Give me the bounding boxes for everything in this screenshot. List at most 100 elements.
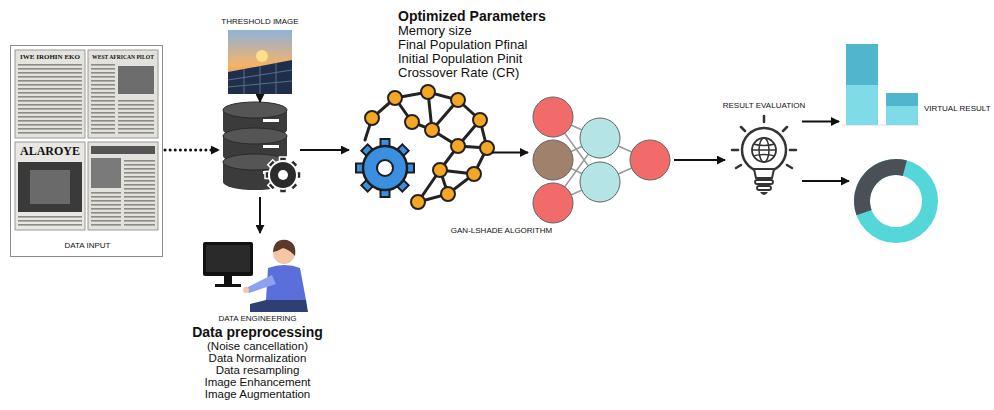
algorithm-brain-icon (377, 160, 393, 176)
database-icon (268, 160, 298, 190)
engineer-at-computer (203, 242, 253, 276)
algorithm-brain-icon (411, 195, 425, 209)
donut-chart-icon (862, 167, 905, 213)
lightbulb-globe-icon (742, 128, 786, 172)
engineer-at-computer (224, 276, 232, 284)
algorithm-brain-icon (467, 167, 481, 181)
algorithm-brain-icon (441, 187, 455, 201)
algorithm-brain-icon (425, 123, 439, 137)
section-label: DATA ENGINEERING (160, 314, 355, 324)
neural-network-icon (580, 162, 620, 202)
bar-chart-icon (886, 106, 918, 125)
newspaper-thumbnail (118, 98, 154, 134)
flow-arrow (492, 152, 528, 154)
newspaper-thumbnail (18, 214, 82, 228)
database-icon (223, 102, 301, 193)
algorithm-brain-icon (473, 113, 487, 127)
newspaper-masthead: IWE IROHIN EKO (17, 53, 83, 62)
algorithm-node: Optimized ParametersMemory sizeFinal Pop… (352, 88, 490, 210)
flow-arrow (259, 96, 261, 102)
engineer-at-computer (246, 275, 276, 293)
engineer-at-computer (215, 284, 241, 287)
result-evaluation-node: RESULT EVALUATION (728, 115, 800, 205)
lightbulb-globe-icon (755, 180, 773, 184)
database-icon (263, 145, 279, 148)
database-icon (263, 119, 279, 122)
neural-network-icon (533, 97, 670, 223)
algorithm-brain-icon (363, 146, 407, 190)
newspaper-thumbnail (124, 158, 155, 226)
donut-chart-node (852, 157, 940, 245)
bar-chart-icon (846, 85, 878, 125)
database-icon (222, 105, 298, 195)
flow-arrow (259, 197, 261, 233)
parameter-item: Memory size (398, 24, 578, 38)
database-icon (268, 160, 298, 190)
newspaper-thumbnail (91, 146, 155, 154)
step-item: Data resampling (160, 364, 355, 376)
flow-arrow (165, 149, 219, 152)
flow-arrow (674, 159, 725, 161)
newspaper-thumbnail (18, 162, 82, 212)
algorithm-brain-icon (356, 85, 494, 209)
algorithm-brain-icon (365, 85, 494, 209)
bar-chart-icon (886, 93, 918, 106)
lightbulb-globe-icon (760, 192, 768, 195)
neural-network-icon (580, 118, 620, 158)
solar-panel-image (228, 30, 292, 94)
neural-network-node (531, 95, 672, 225)
algorithm-brain-icon (361, 144, 408, 191)
parameter-heading: Optimized Parameters (398, 8, 578, 24)
newspaper-thumbnail (88, 50, 158, 138)
algorithm-brain-icon (361, 144, 408, 191)
neural-network-icon (533, 183, 573, 223)
database-icon (223, 128, 287, 144)
step-item: Data Normalization (160, 352, 355, 364)
neural-network-icon (630, 140, 670, 180)
image-caption: THRESHOLD IMAGE (204, 17, 316, 27)
newspaper-thumbnail (15, 142, 85, 230)
solar-panel-image (228, 60, 292, 94)
bar-chart-node (842, 40, 922, 128)
flow-arrow (300, 149, 349, 151)
engineer-at-computer (206, 245, 250, 272)
engineer-at-computer (203, 240, 308, 312)
step-item: (Noise cancellation) (160, 340, 355, 352)
algorithm-brain-icon (388, 91, 402, 105)
section-heading: Data preprocessing (160, 324, 355, 340)
engineer-at-computer (250, 300, 308, 312)
neural-network-icon (533, 140, 573, 180)
box-label: DATA INPUT (11, 241, 164, 251)
newspaper-masthead: ALAROYE (17, 144, 83, 159)
lightbulb-globe-icon (754, 169, 774, 178)
algorithm-brain-icon (451, 139, 465, 153)
stage-label: RESULT EVALUATION (708, 101, 820, 111)
database-icon (269, 161, 297, 189)
bar-chart-icon (846, 44, 878, 85)
parameter-item: Final Population Pfinal (398, 38, 578, 52)
algorithm-brain-icon (451, 93, 465, 107)
newspaper-thumbnail (118, 66, 154, 94)
threshold-image: THRESHOLD IMAGE (228, 30, 292, 94)
neural-network-icon (533, 97, 573, 137)
algorithm-brain-icon (421, 85, 435, 99)
newspaper-thumbnail (91, 192, 121, 226)
lightbulb-globe-icon (732, 116, 796, 195)
step-item: Image Augmentation (160, 388, 355, 400)
algorithm-brain-icon (405, 115, 419, 129)
algorithm-brain-icon (365, 111, 379, 125)
result-label: VIRTUAL RESULT (924, 104, 994, 114)
lightbulb-globe-icon (752, 138, 776, 162)
parameter-item: Initial Population Pinit (398, 52, 578, 66)
solar-panel-image (228, 63, 292, 94)
newspaper-masthead: WEST AFRICAN PILOT (90, 53, 156, 61)
solar-panel-image (228, 30, 292, 94)
donut-chart-icon (862, 167, 930, 235)
newspaper-thumbnail (91, 158, 121, 188)
data-engineering-node: DATA ENGINEERINGData preprocessing(Noise… (200, 236, 315, 312)
newspaper-thumbnail (91, 64, 115, 134)
donut-chart-icon (862, 167, 930, 235)
lightbulb-globe-icon (752, 144, 776, 156)
